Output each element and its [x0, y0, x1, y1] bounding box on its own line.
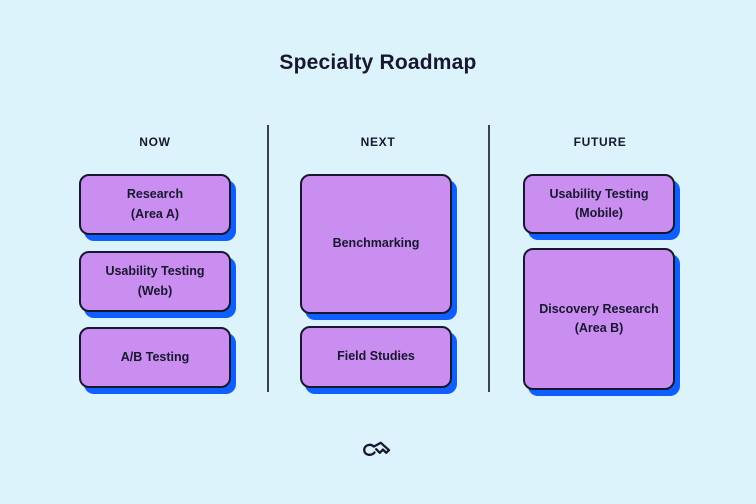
roadmap-card-discovery-research-area-b[interactable]: Discovery Research (Area B)	[523, 248, 675, 390]
roadmap-card-benchmarking[interactable]: Benchmarking	[300, 174, 452, 314]
card-label: Benchmarking	[332, 236, 420, 251]
brand-logo-icon	[361, 438, 395, 460]
column-divider	[267, 125, 269, 392]
card-label: Discovery Research (Area B)	[539, 301, 659, 335]
roadmap-card-ab-testing[interactable]: A/B Testing	[79, 327, 231, 388]
roadmap-card-research-area-a[interactable]: Research (Area A)	[79, 174, 231, 235]
column-header-next: NEXT	[360, 135, 396, 149]
card-label: Field Studies	[337, 349, 415, 364]
card-label: Usability Testing (Web)	[105, 264, 205, 298]
card-label: Usability Testing (Mobile)	[549, 186, 649, 220]
column-header-now: NOW	[139, 135, 171, 149]
roadmap-card-usability-testing-web[interactable]: Usability Testing (Web)	[79, 251, 231, 312]
card-label: Research (Area A)	[126, 187, 184, 221]
roadmap-card-field-studies[interactable]: Field Studies	[300, 326, 452, 388]
roadmap-card-usability-testing-mobile[interactable]: Usability Testing (Mobile)	[523, 174, 675, 234]
card-label: A/B Testing	[120, 349, 190, 364]
column-header-future: FUTURE	[573, 135, 627, 149]
page-title: Specialty Roadmap	[279, 51, 477, 74]
column-divider	[488, 125, 490, 392]
